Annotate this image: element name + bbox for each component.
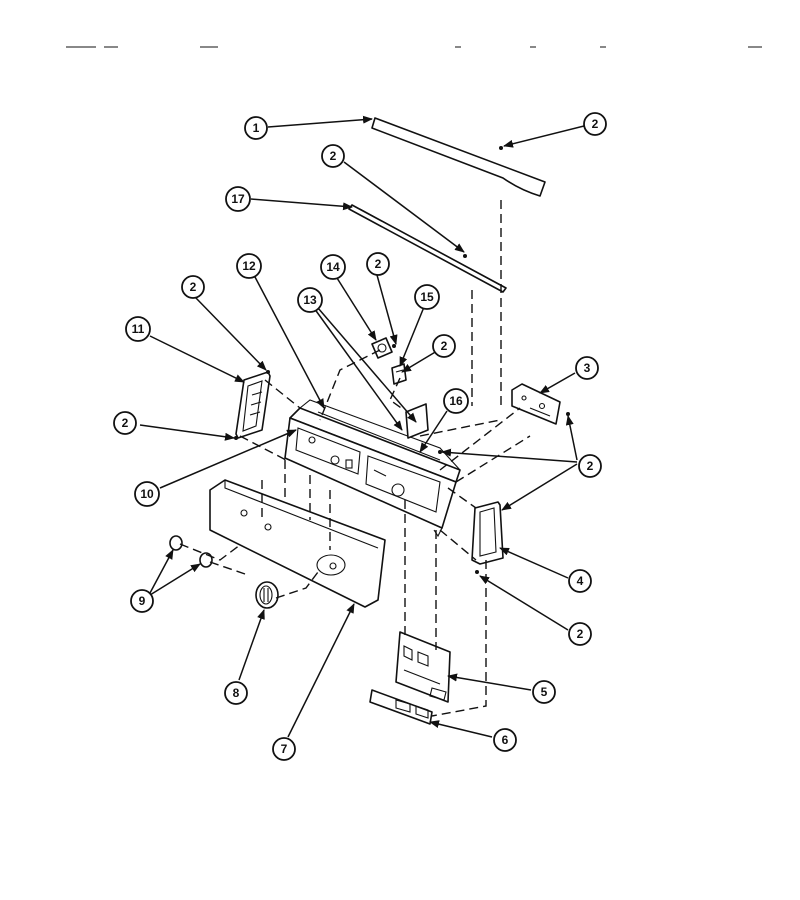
svg-text:13: 13: [303, 293, 317, 307]
callout-17: 17: [225, 186, 251, 212]
part-console-body: [284, 399, 461, 538]
callout-2: 2: [321, 144, 345, 168]
svg-text:3: 3: [584, 361, 591, 375]
callout-12: 12: [236, 253, 262, 279]
leader-lines: [139, 115, 585, 738]
svg-text:1: 1: [253, 121, 260, 135]
svg-text:8: 8: [233, 686, 240, 700]
svg-text:10: 10: [140, 487, 154, 501]
svg-text:5: 5: [541, 685, 548, 699]
svg-text:2: 2: [587, 459, 594, 473]
callout-7: 7: [272, 737, 296, 761]
callout-2: 2: [583, 112, 607, 136]
callout-6: 6: [493, 728, 517, 752]
part-small-knobs: [169, 535, 213, 568]
part-switch: [371, 337, 393, 359]
svg-text:15: 15: [420, 290, 434, 304]
part-front-panel: [209, 479, 386, 608]
svg-text:6: 6: [502, 733, 509, 747]
part-strip: [348, 204, 507, 293]
header-marks: [66, 46, 762, 48]
svg-text:4: 4: [577, 574, 584, 588]
callout-3: 3: [575, 356, 599, 380]
callout-13: 13: [297, 287, 323, 313]
callout-11: 11: [125, 316, 151, 342]
svg-text:2: 2: [592, 117, 599, 131]
callouts: 1 2 17 2 12 2 14 2 15 11 13 2 2 3 16 10 …: [113, 112, 607, 761]
svg-text:9: 9: [139, 594, 146, 608]
callout-2: 2: [578, 454, 602, 478]
callout-2: 2: [432, 334, 456, 358]
callout-8: 8: [224, 681, 248, 705]
svg-text:17: 17: [231, 192, 245, 206]
callout-9: 9: [130, 589, 154, 613]
screw-hardware: [234, 146, 570, 574]
callout-1: 1: [244, 116, 268, 140]
part-left-end-cap: [235, 371, 271, 439]
part-timer-knob: [255, 581, 279, 609]
part-top-trim: [371, 117, 546, 197]
svg-text:14: 14: [326, 260, 340, 274]
callout-2: 2: [366, 252, 390, 276]
callout-2: 2: [113, 411, 137, 435]
svg-text:2: 2: [330, 149, 337, 163]
part-right-end-cap: [471, 501, 504, 565]
callout-16: 16: [443, 388, 469, 414]
svg-text:2: 2: [122, 416, 129, 430]
callout-4: 4: [568, 569, 592, 593]
svg-text:7: 7: [281, 742, 288, 756]
svg-text:16: 16: [449, 394, 463, 408]
callout-2: 2: [568, 622, 592, 646]
svg-text:12: 12: [242, 259, 256, 273]
part-small-bracket: [405, 403, 429, 439]
svg-text:2: 2: [190, 280, 197, 294]
callout-14: 14: [320, 254, 346, 280]
assembly-lines: [179, 200, 531, 717]
svg-text:2: 2: [577, 627, 584, 641]
callout-5: 5: [532, 680, 556, 704]
part-wire-harness: [395, 631, 451, 703]
svg-text:11: 11: [132, 322, 145, 336]
callout-2: 2: [181, 275, 205, 299]
part-harness-base: [369, 689, 433, 725]
part-right-bracket: [511, 383, 561, 425]
callout-10: 10: [134, 481, 160, 507]
callout-15: 15: [414, 284, 440, 310]
svg-text:2: 2: [375, 257, 382, 271]
svg-text:2: 2: [441, 339, 448, 353]
